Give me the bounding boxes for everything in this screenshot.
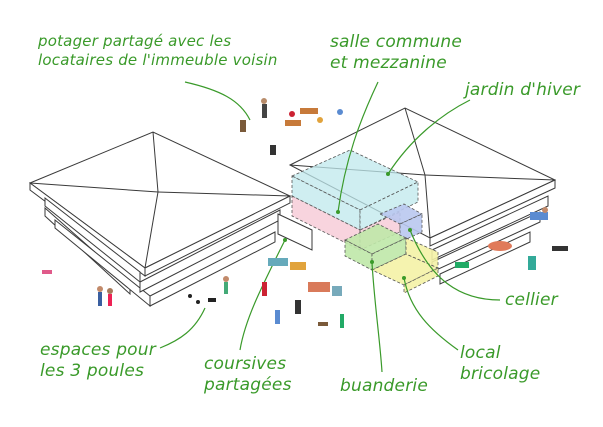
leader-coursives	[239, 239, 286, 351]
label-potager-line1: potager partagé avec les	[38, 32, 232, 50]
label-potager: potager partagé avec les locataires de l…	[38, 32, 278, 70]
label-cellier-line1: cellier	[505, 290, 558, 310]
figures	[42, 98, 568, 328]
walkway	[277, 213, 313, 251]
label-buanderie: buanderie	[340, 376, 428, 397]
label-salle-line2: et mezzanine	[330, 53, 447, 73]
right-building	[288, 107, 557, 285]
label-jardin: jardin d'hiver	[465, 80, 580, 101]
leader-lines	[159, 81, 501, 373]
leader-espaces	[159, 307, 206, 349]
label-cellier: cellier	[505, 290, 558, 311]
label-buanderie-line1: buanderie	[340, 376, 428, 396]
label-local-line2: bricolage	[460, 364, 541, 384]
leader-cellier	[409, 229, 501, 301]
left-building	[28, 131, 292, 308]
label-potager-line2: locataires de l'immeuble voisin	[38, 51, 278, 69]
programme-volumes	[291, 149, 439, 294]
label-coursives: coursives partagées	[204, 354, 292, 396]
label-coursives-line1: coursives	[204, 354, 287, 374]
leader-local	[403, 277, 459, 351]
leader-buanderie	[371, 261, 383, 373]
leader-jardin	[387, 99, 471, 175]
leader-salle	[337, 81, 379, 213]
leader-potager	[184, 81, 251, 121]
leader-dots	[283, 172, 412, 280]
label-jardin-line1: jardin d'hiver	[465, 80, 581, 100]
label-espaces-line1: espaces pour	[40, 340, 156, 360]
label-espaces-line2: les 3 poules	[40, 361, 145, 381]
label-espaces: espaces pour les 3 poules	[40, 340, 156, 382]
label-salle-line1: salle commune	[330, 32, 463, 52]
label-coursives-line2: partagées	[204, 375, 292, 395]
label-local: local bricolage	[460, 343, 540, 385]
label-salle: salle commune et mezzanine	[330, 32, 462, 74]
salle-commune-volume	[291, 149, 419, 211]
label-local-line1: local	[460, 343, 501, 363]
